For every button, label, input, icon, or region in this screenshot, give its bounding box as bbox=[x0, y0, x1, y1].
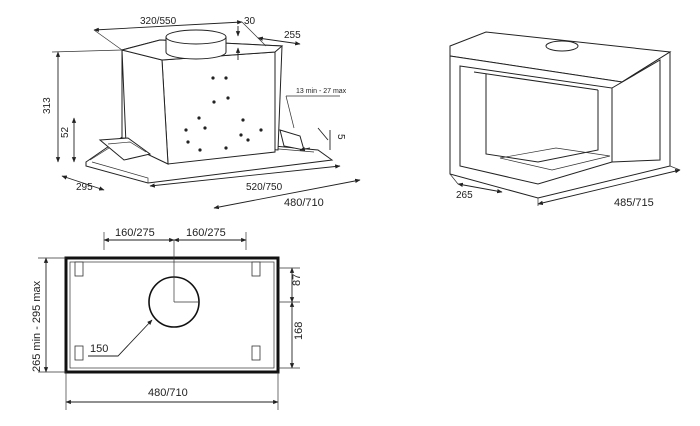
dim-cutout-width: 480/710 bbox=[148, 387, 188, 399]
cutout-outer-frame bbox=[64, 256, 280, 374]
dim-base-length: 520/750 bbox=[246, 182, 283, 193]
cabinet-duct-hole bbox=[545, 40, 579, 52]
dim-top-offset: 87 bbox=[291, 274, 303, 286]
dim-total-width: 480/710 bbox=[284, 197, 324, 209]
corner-slots bbox=[74, 261, 261, 361]
hood-light-left bbox=[98, 137, 152, 161]
dim-projection: 13 min - 27 max bbox=[296, 88, 347, 95]
dim-cabinet-depth: 265 bbox=[456, 190, 473, 201]
dim-top-length: 320/550 bbox=[140, 16, 177, 27]
dim-depth: 295 bbox=[76, 182, 93, 193]
dim-side-height: 52 bbox=[60, 126, 71, 138]
dim-height-range: 265 min - 295 max bbox=[31, 280, 43, 372]
hood-isometric-view: 320/550 30 255 313 52 13 min - 27 max 5 … bbox=[42, 16, 361, 210]
dim-right-spacing: 160/275 bbox=[186, 227, 226, 239]
dim-top-depth: 255 bbox=[284, 30, 301, 41]
cabinet-isometric-view: 265 485/715 bbox=[449, 31, 681, 209]
dim-duct-size: 30 bbox=[244, 16, 256, 27]
cutout-plan-view: 160/275 160/275 265 min - 295 max 87 168… bbox=[31, 227, 305, 410]
dim-left-spacing: 160/275 bbox=[115, 227, 155, 239]
dim-hole-diameter: 150 bbox=[90, 343, 108, 355]
dim-lip: 5 bbox=[335, 134, 346, 140]
dim-height: 313 bbox=[42, 97, 53, 114]
dim-cabinet-width: 485/715 bbox=[614, 197, 654, 209]
mounting-holes bbox=[184, 76, 263, 152]
duct-collar bbox=[165, 29, 227, 60]
hood-body-front bbox=[161, 51, 276, 165]
dim-bottom-offset: 168 bbox=[293, 322, 305, 340]
